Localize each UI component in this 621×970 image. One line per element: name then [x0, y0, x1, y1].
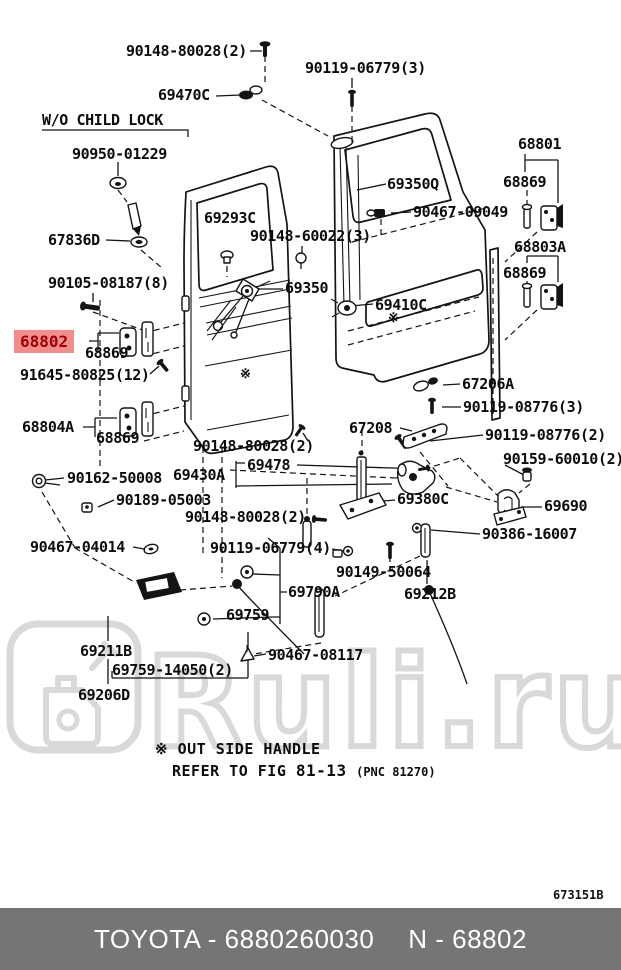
part-label: 68869	[503, 173, 547, 191]
part-label: 90467-09049	[413, 203, 508, 221]
part-label: 68801	[518, 135, 562, 153]
bolt-icon	[80, 301, 100, 311]
part-label: 90148-60022(3)	[250, 227, 371, 245]
part-label: 90467-04014	[30, 538, 125, 556]
reference-marker: ※	[388, 311, 399, 326]
part-label: 69478	[247, 456, 291, 474]
part-label: 67208	[349, 419, 393, 437]
regulator-icon	[330, 298, 357, 318]
part-label: 90105-08187(8)	[48, 274, 169, 292]
part-label: 90119-06779(3)	[305, 59, 426, 77]
part-label: 90149-50064	[336, 563, 431, 581]
part-label-highlighted: 68802	[14, 330, 75, 353]
hinge-icon	[119, 401, 154, 437]
part-label: 69470C	[158, 86, 210, 104]
part-label: 68804A	[22, 418, 74, 436]
part-label: W/O CHILD LOCK	[42, 111, 163, 129]
left-door-outline	[181, 165, 294, 455]
bolt-icon	[428, 397, 436, 414]
outside-handle-icon	[136, 572, 182, 600]
part-label: 90119-06779(4)	[210, 539, 331, 557]
part-label: 90386-16007	[482, 525, 577, 543]
check-strap-icon	[239, 85, 263, 100]
bolt-icon	[386, 541, 394, 559]
part-label: 90148-80028(2)	[193, 437, 314, 455]
part-label: 68869	[85, 344, 129, 362]
reference-marker: ※	[240, 367, 251, 382]
part-label: 90148-80028(2)	[126, 42, 247, 60]
part-label: 90467-08117	[268, 646, 363, 664]
screw-icon	[259, 41, 271, 57]
striker-plate-icon	[402, 423, 448, 449]
fasteners-and-parts	[31, 41, 563, 685]
part-label: 90148-80028(2)	[185, 508, 306, 526]
part-label: 90950-01229	[72, 145, 167, 163]
part-label: 69212B	[404, 585, 456, 603]
screw-icon	[294, 424, 306, 437]
part-label: 69410C	[375, 296, 427, 314]
footer-part-number: TOYOTA - 6880260030	[94, 923, 375, 954]
part-label: 90119-08776(2)	[485, 426, 606, 444]
part-label: 68803A	[514, 238, 566, 256]
screw-icon	[418, 464, 431, 472]
part-label: 68869	[96, 429, 140, 447]
part-label: 67206A	[462, 375, 514, 393]
dashed-lines	[41, 56, 538, 655]
part-label: 90159-60010(2)	[503, 450, 621, 468]
part-label: 91645-80825(12)	[20, 366, 150, 384]
part-label: 67836D	[48, 231, 100, 249]
part-label: 69380C	[397, 490, 449, 508]
part-label: 69759	[226, 606, 270, 624]
bolt-icon	[311, 515, 327, 523]
diagram-reference-code: 673151B	[553, 888, 604, 902]
window-crank-icon	[206, 278, 271, 341]
hinge-icon	[119, 321, 154, 357]
part-label: 69350	[285, 279, 329, 297]
lock-striker-icon	[493, 489, 527, 526]
watermark-logo	[6, 620, 142, 754]
part-label: 69206D	[78, 686, 130, 704]
part-label: 69211B	[80, 642, 132, 660]
part-label: 90189-05003	[116, 491, 211, 509]
part-label: 90119-08776(3)	[463, 398, 584, 416]
door-lock-icon	[339, 450, 387, 520]
part-label: 90162-50008	[67, 469, 162, 487]
oil-canister-icon	[43, 687, 101, 747]
right-door-outline	[330, 112, 501, 421]
part-label: 69690	[544, 497, 588, 515]
door-edge-strip	[489, 247, 501, 421]
spray-gun-icon	[89, 641, 119, 671]
footnote: ※ OUT SIDE HANDLE REFER TO FIG 81-13 (PN…	[155, 740, 436, 780]
part-label: 69430A	[173, 466, 225, 484]
bracket-lines	[42, 129, 559, 684]
footer-part-code: N - 68802	[408, 923, 527, 954]
part-label: 69790A	[288, 583, 340, 601]
footer-part-bar: TOYOTA - 6880260030 N - 68802	[0, 908, 621, 970]
part-label: 68869	[503, 264, 547, 282]
hinge-icon	[521, 203, 563, 310]
part-label: 69293C	[204, 209, 256, 227]
footnote-line2: REFER TO FIG 81-13 (PNC 81270)	[172, 761, 436, 780]
watermark-text: Ruli.ru	[146, 629, 621, 776]
bolt-icon	[348, 89, 356, 107]
footnote-line1: ※ OUT SIDE HANDLE	[155, 740, 321, 758]
bolt-icon	[156, 358, 169, 372]
part-label: 69759-14050(2)	[112, 661, 233, 679]
part-label: 69350Q	[387, 175, 439, 193]
